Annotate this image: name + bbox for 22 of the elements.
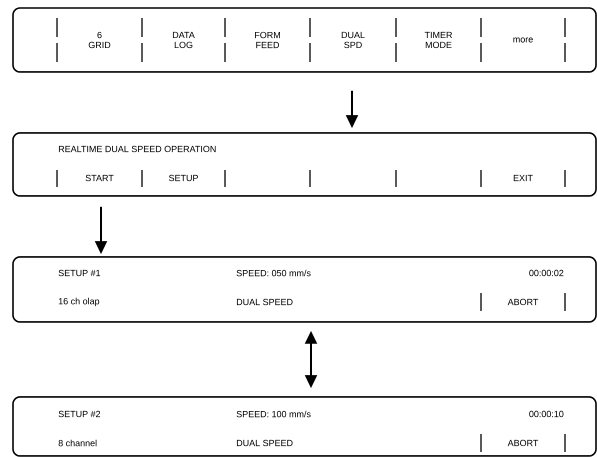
softkey-label: START	[86, 174, 114, 182]
softkey-label: TIMER MODE	[424, 32, 452, 48]
screen-title: REALTIME DUAL SPEED OPERATION	[58, 146, 216, 152]
speed-readout: SPEED: 050 mm/s	[236, 270, 311, 276]
mode-readout: DUAL SPEED	[236, 298, 293, 306]
elapsed-time: 00:00:10	[529, 410, 564, 418]
softkey-label: more	[513, 38, 533, 42]
softkey-label: FORM FEED	[255, 32, 280, 48]
setup-name: SETUP #2	[58, 410, 100, 418]
setup-description: 16 ch olap	[58, 298, 100, 306]
softkey-label: EXIT	[514, 174, 533, 182]
softkey-label: DATA LOG	[172, 32, 195, 48]
speed-readout: SPEED: 100 mm/s	[236, 410, 311, 418]
softkey-label: DUAL SPD	[342, 32, 365, 48]
setup-description: 8 channel	[58, 440, 96, 446]
softkey-label: 6 GRID	[88, 32, 110, 48]
softkey-label: SETUP	[168, 174, 198, 182]
setup-name: SETUP #1	[58, 270, 100, 276]
elapsed-time: 00:00:02	[529, 270, 564, 276]
softkey-label: ABORT	[508, 440, 538, 446]
softkey-label: ABORT	[508, 298, 538, 306]
mode-readout: DUAL SPEED	[236, 440, 293, 446]
